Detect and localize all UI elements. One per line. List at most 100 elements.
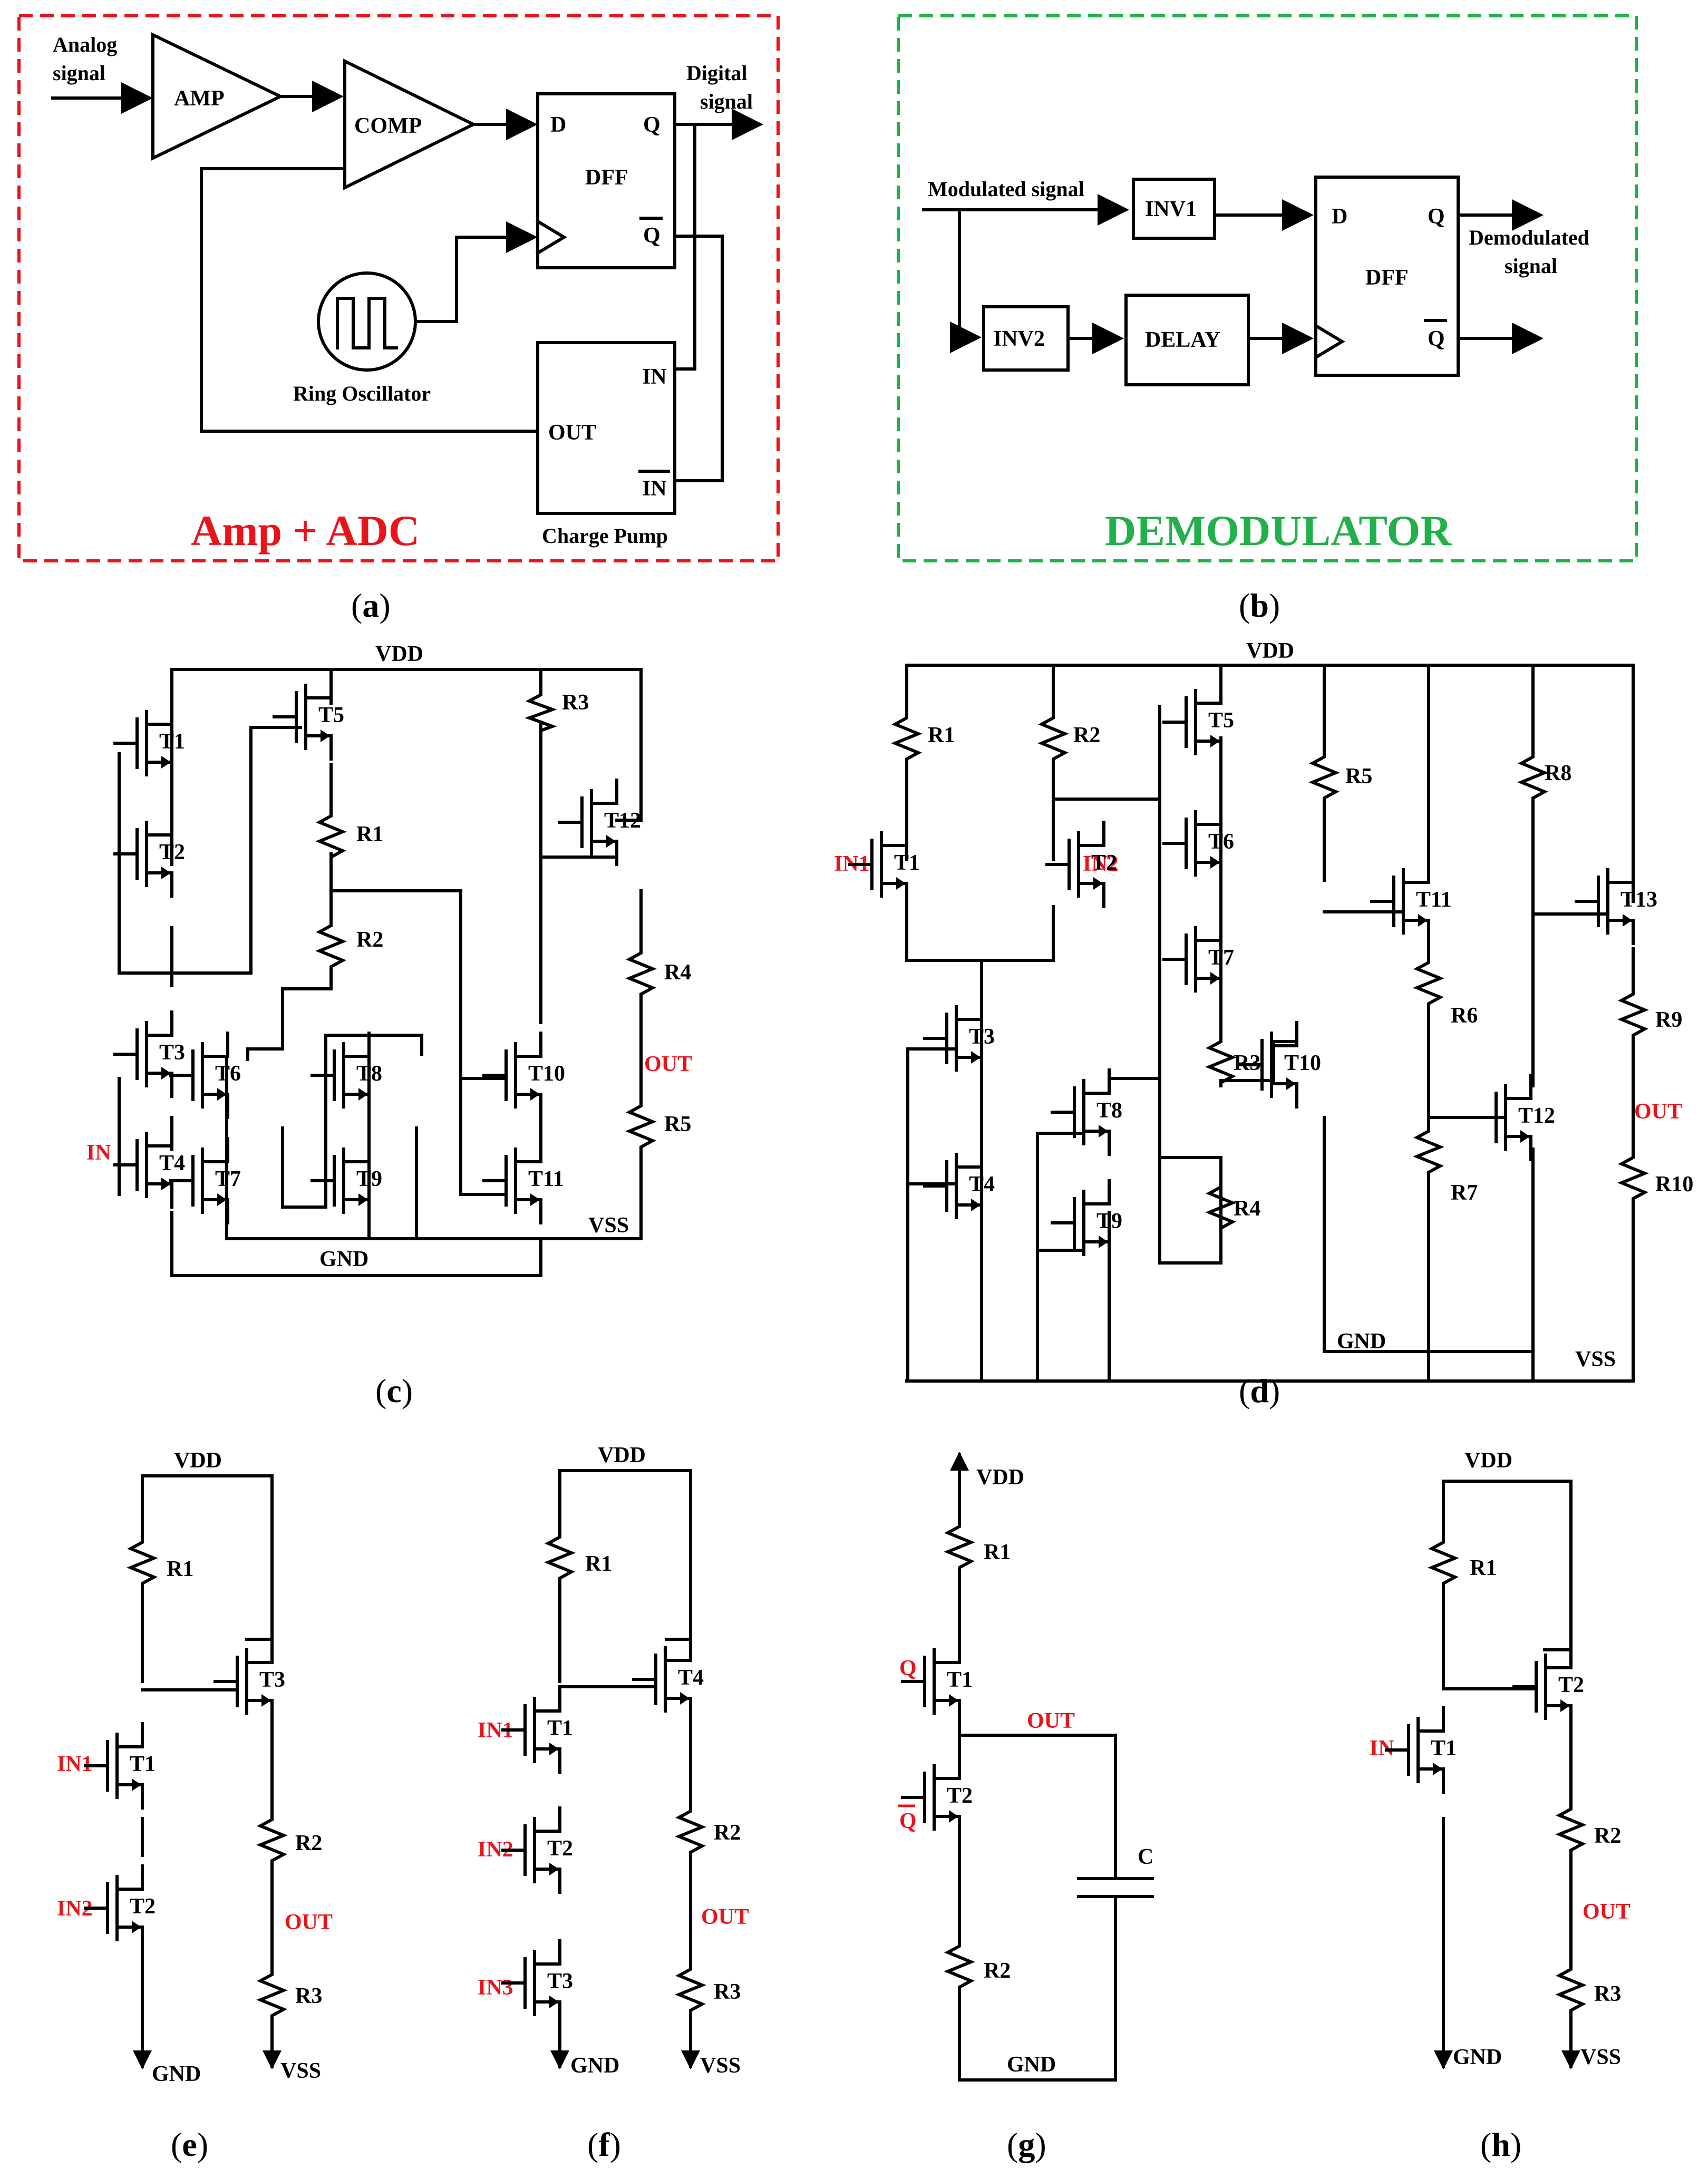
d-r9-label: R9 xyxy=(1655,1008,1682,1032)
g-q-label: Q xyxy=(899,1656,917,1680)
c-transistor-t4: T4 xyxy=(113,1121,185,1209)
d-r7 xyxy=(1413,1121,1444,1183)
analog-signal-label-1: Analog xyxy=(53,33,117,56)
f-r3-label: R3 xyxy=(714,1980,741,2004)
ring-oscillator-label: Ring Oscillator xyxy=(293,382,431,405)
c-transistor-t12-label: T12 xyxy=(604,809,641,833)
e-out-label: OUT xyxy=(285,1910,333,1934)
d-transistor-t5-label: T5 xyxy=(1208,708,1234,733)
cp-inbar-label: IN xyxy=(642,477,667,501)
c-transistor-t2-label: T2 xyxy=(159,840,185,864)
f-transistor-t1: T1 xyxy=(501,1686,573,1774)
c-transistor-t8-label: T8 xyxy=(356,1062,382,1086)
g-r2-label: R2 xyxy=(984,1959,1011,1983)
d-transistor-t4-label: T4 xyxy=(969,1172,995,1197)
g-gnd-label: GND xyxy=(1007,2053,1056,2077)
ring-oscillator-icon xyxy=(317,271,417,372)
d-r3 xyxy=(1205,1032,1237,1087)
c-in-label: IN xyxy=(86,1141,111,1165)
cp-out-label: OUT xyxy=(548,421,596,445)
delay-label: DELAY xyxy=(1145,328,1220,352)
comp-block xyxy=(343,59,477,190)
d-r10-label: R10 xyxy=(1655,1172,1693,1197)
f-vdd-label: VDD xyxy=(598,1443,646,1467)
c-transistor-t9: T9 xyxy=(310,1137,382,1224)
panel-a-frame xyxy=(17,14,780,562)
inv1-block xyxy=(1132,178,1216,240)
c-transistor-t8: T8 xyxy=(310,1032,382,1119)
e-transistor-t2: T2 xyxy=(84,1864,156,1952)
f-transistor-t2-label: T2 xyxy=(547,1836,573,1861)
c-transistor-t10-label: T10 xyxy=(528,1062,565,1086)
dff-qbar-label: Q xyxy=(643,223,661,248)
c-transistor-t12: T12 xyxy=(558,779,641,866)
demodulated-signal-label-1: Demodulated xyxy=(1469,226,1589,249)
g-r2 xyxy=(944,1936,975,1997)
d-r1-label: R1 xyxy=(928,723,955,747)
c-transistor-t7: T7 xyxy=(169,1137,241,1224)
panel-c: VDD xyxy=(86,642,692,1277)
h-vdd-label: VDD xyxy=(1464,1448,1512,1473)
d-transistor-t9: T9 xyxy=(1051,1179,1122,1267)
e-vss-label: VSS xyxy=(280,2059,321,2083)
f-out-label: OUT xyxy=(701,1905,749,1929)
g-transistor-t2-label: T2 xyxy=(947,1784,973,1808)
h-transistor-t1-label: T1 xyxy=(1431,1736,1457,1761)
g-vdd-label: VDD xyxy=(976,1465,1024,1490)
c-transistor-t6: T6 xyxy=(169,1032,241,1119)
h-r3 xyxy=(1555,1959,1587,2020)
d-r9 xyxy=(1617,984,1649,1043)
caption-f: (f) xyxy=(587,2126,621,2163)
e-r3-label: R3 xyxy=(295,1984,322,2008)
modulated-signal-label: Modulated signal xyxy=(928,177,1084,201)
d-transistor-t7-label: T7 xyxy=(1208,946,1234,970)
panel-a-title: Amp + ADC xyxy=(191,507,420,555)
d-transistor-t1: T1 xyxy=(848,821,920,908)
c-r1-label: R1 xyxy=(356,822,383,847)
e-transistor-t2-label: T2 xyxy=(130,1894,156,1919)
d-gnd-label: GND xyxy=(1337,1329,1386,1354)
c-transistor-t3-label: T3 xyxy=(159,1041,185,1065)
delay-block xyxy=(1124,294,1250,386)
dff-b-label: DFF xyxy=(1365,266,1409,290)
d-transistor-t12-label: T12 xyxy=(1518,1104,1555,1128)
d-out-label: OUT xyxy=(1634,1100,1682,1124)
c-transistor-t10: T10 xyxy=(482,1032,565,1119)
d-transistor-t8: T8 xyxy=(1051,1068,1122,1156)
h-out-label: OUT xyxy=(1583,1900,1631,1924)
dff-d-label: D xyxy=(550,113,566,137)
caption-h: (h) xyxy=(1480,2126,1521,2163)
h-r2 xyxy=(1555,1799,1587,1860)
d-transistor-t13: T13 xyxy=(1575,858,1657,945)
d-transistor-t9-label: T9 xyxy=(1096,1209,1122,1233)
d-transistor-t2-label: T2 xyxy=(1091,851,1117,875)
digital-signal-label-1: Digital xyxy=(686,61,748,85)
inv2-label: INV2 xyxy=(993,327,1045,351)
f-transistor-t3-label: T3 xyxy=(547,1969,573,1994)
c-out-label: OUT xyxy=(644,1052,692,1076)
caption-a: (a) xyxy=(351,587,391,624)
e-r3 xyxy=(256,1965,288,2026)
f-gnd-label: GND xyxy=(570,2054,619,2078)
g-transistor-t2: T2 xyxy=(901,1754,973,1841)
inv1-label: INV1 xyxy=(1145,197,1197,221)
d-r4 xyxy=(1205,1177,1237,1235)
d-r3-label: R3 xyxy=(1234,1051,1260,1075)
panel-b-frame xyxy=(897,14,1638,562)
g-r1 xyxy=(944,1516,975,1578)
amp-label: AMP xyxy=(174,86,225,111)
c-r4 xyxy=(625,942,657,1003)
e-r1-label: R1 xyxy=(167,1557,193,1581)
caption-b: (b) xyxy=(1239,587,1280,624)
c-r2-label: R2 xyxy=(356,928,383,952)
d-transistor-t6: T6 xyxy=(1162,800,1234,887)
d-transistor-t4: T4 xyxy=(923,1142,995,1230)
g-transistor-t1-label: T1 xyxy=(947,1668,973,1692)
c-transistor-t11: T11 xyxy=(482,1137,564,1224)
f-vss-label: VSS xyxy=(700,2054,741,2078)
c-r5-label: R5 xyxy=(664,1112,691,1136)
d-transistor-t3: T3 xyxy=(923,995,995,1082)
